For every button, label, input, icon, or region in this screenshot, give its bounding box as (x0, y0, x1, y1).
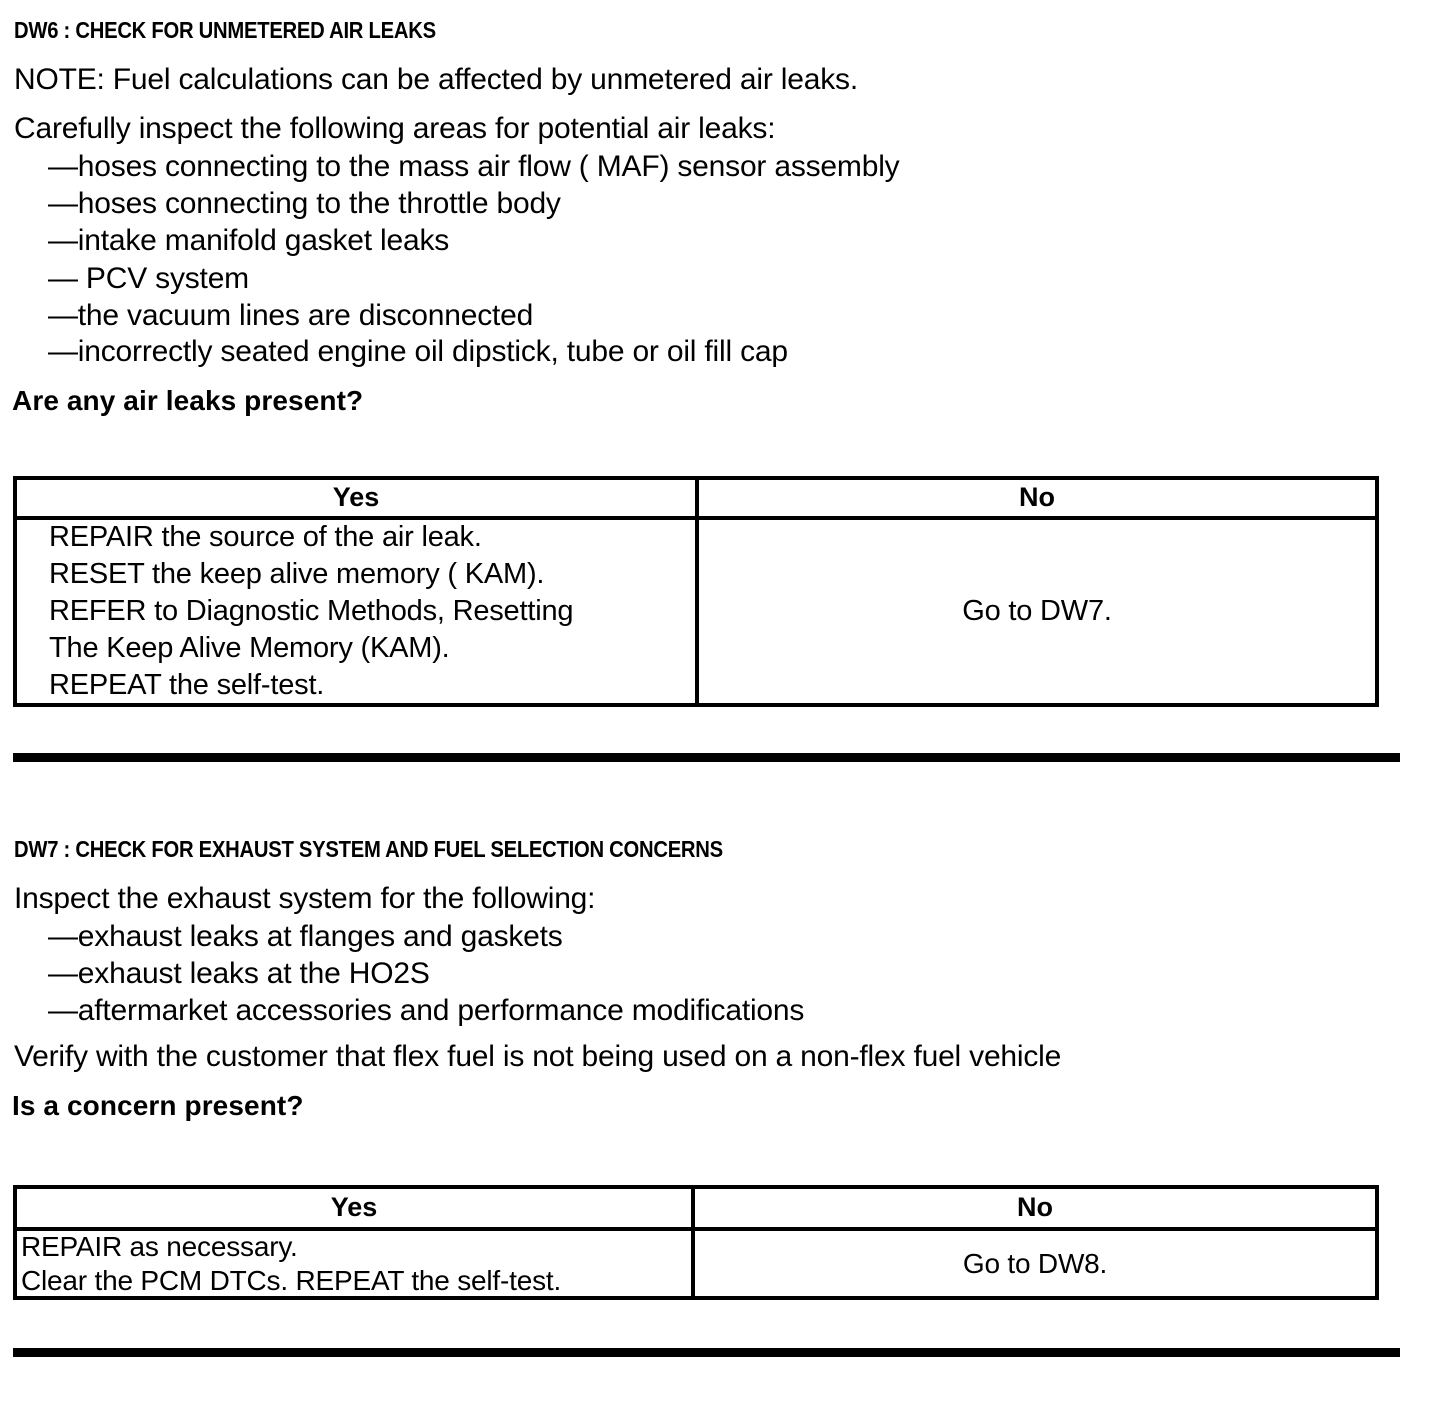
bullet-item: — PCV system (48, 262, 249, 295)
decision-table-dw7: Yes No REPAIR as necessary. Clear the PC… (13, 1185, 1379, 1300)
bullet-item: —hoses connecting to the throttle body (48, 187, 561, 220)
intro-line-dw6: Carefully inspect the following areas fo… (14, 112, 776, 145)
verify-line-dw7: Verify with the customer that flex fuel … (14, 1040, 1062, 1073)
table-cell-yes-content: REPAIR as necessary. Clear the PCM DTCs.… (17, 1230, 691, 1298)
bullet-item: —the vacuum lines are disconnected (48, 299, 534, 332)
cell-line: REPAIR as necessary. (21, 1230, 298, 1262)
table-header-cell-no: No (699, 480, 1375, 516)
bullet-item: —exhaust leaks at flanges and gaskets (48, 920, 563, 953)
section-divider-rule (13, 753, 1400, 762)
cell-line: REPEAT the self-test. (49, 669, 325, 701)
decision-table-dw6: Yes No REPAIR the source of the air leak… (13, 476, 1379, 707)
table-cell-no-content: Go to DW7. (699, 593, 1375, 630)
table-cell-no-content: Go to DW8. (695, 1247, 1375, 1281)
column-header-label: No (1019, 482, 1055, 512)
bullet-item: —incorrectly seated engine oil dipstick,… (48, 335, 788, 368)
question-dw7: Is a concern present? (12, 1090, 304, 1121)
table-cell-yes-content: REPAIR the source of the air leak. RESET… (17, 519, 695, 704)
column-header-label: Yes (332, 482, 380, 512)
note-line-dw6: NOTE: Fuel calculations can be affected … (14, 63, 858, 96)
column-header-label: Yes (330, 1192, 378, 1222)
table-cell-yes: REPAIR the source of the air leak. RESET… (17, 520, 699, 703)
cell-line: Clear the PCM DTCs. REPEAT the self-test… (21, 1264, 562, 1296)
table-header-row: Yes No (17, 1189, 1375, 1231)
bullet-item: —aftermarket accessories and performance… (48, 994, 805, 1027)
intro-line-dw7: Inspect the exhaust system for the follo… (14, 882, 596, 915)
table-header-cell-no: No (695, 1189, 1375, 1227)
table-header-row: Yes No (17, 480, 1375, 520)
table-cell-yes: REPAIR as necessary. Clear the PCM DTCs.… (17, 1231, 695, 1296)
bullet-item: —exhaust leaks at the HO2S (48, 957, 430, 990)
table-body-row: REPAIR the source of the air leak. RESET… (17, 520, 1375, 703)
table-cell-no: Go to DW8. (695, 1231, 1375, 1296)
section-heading-dw7: DW7 : CHECK FOR EXHAUST SYSTEM AND FUEL … (14, 836, 723, 862)
table-header-cell-yes: Yes (17, 1189, 695, 1227)
section-heading-dw6: DW6 : CHECK FOR UNMETERED AIR LEAKS (14, 17, 436, 43)
cell-line: Go to DW7. (962, 595, 1112, 627)
bullet-item: —intake manifold gasket leaks (48, 224, 450, 257)
cell-line: The Keep Alive Memory (KAM). (49, 632, 450, 664)
question-dw6: Are any air leaks present? (12, 385, 364, 416)
cell-line: Go to DW8. (962, 1247, 1108, 1279)
column-header-label: No (1017, 1192, 1053, 1222)
cell-line: REPAIR the source of the air leak. (49, 521, 482, 553)
table-header-cell-yes: Yes (17, 480, 699, 516)
table-cell-no: Go to DW7. (699, 520, 1375, 703)
cell-line: REFER to Diagnostic Methods, Resetting (49, 595, 574, 627)
table-body-row: REPAIR as necessary. Clear the PCM DTCs.… (17, 1231, 1375, 1296)
bullet-item: —hoses connecting to the mass air flow (… (48, 150, 900, 183)
cell-line: RESET the keep alive memory ( KAM). (49, 558, 545, 590)
section-divider-rule (13, 1348, 1400, 1357)
